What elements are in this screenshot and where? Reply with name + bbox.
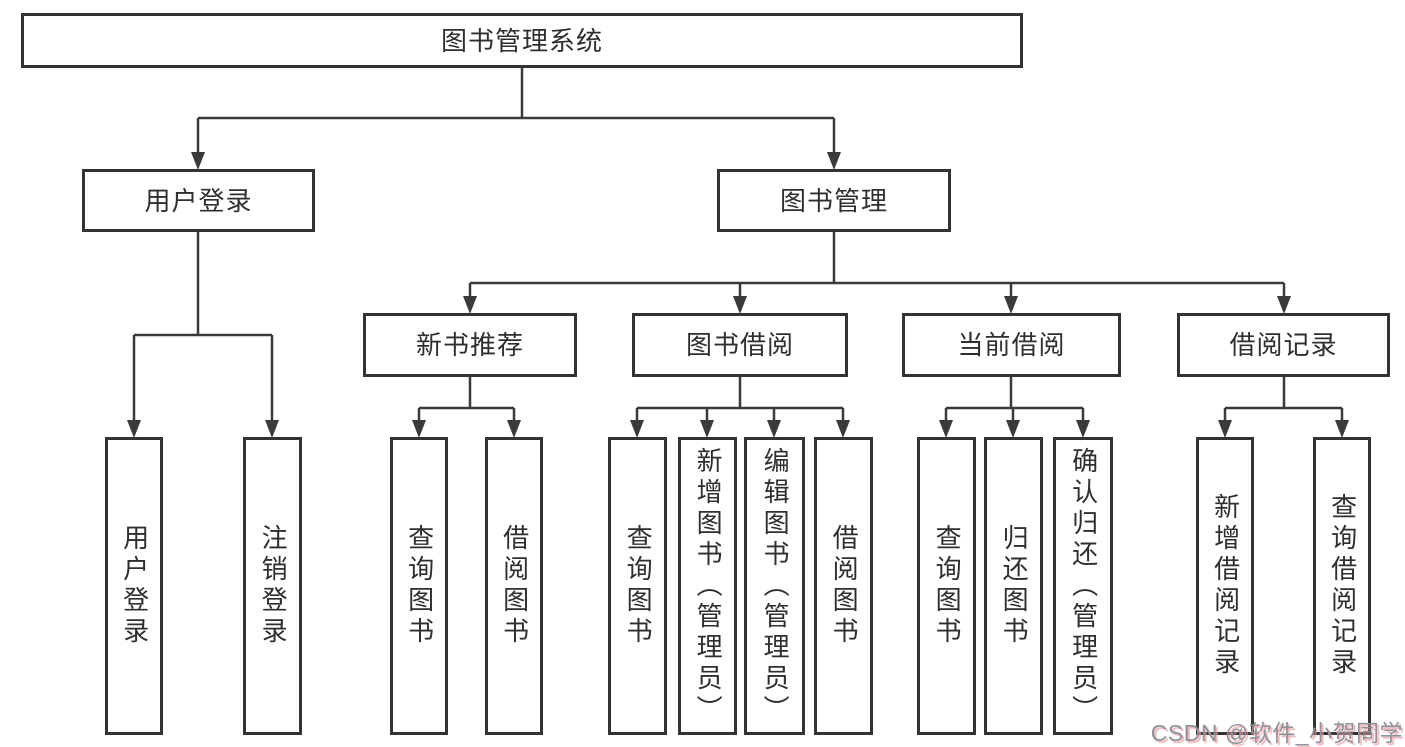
node-label: 查询借阅记录 <box>1327 493 1358 679</box>
node-label: 当前借阅 <box>957 330 1066 360</box>
arrow-down-icon <box>939 420 953 438</box>
arrow-down-icon <box>1335 420 1349 438</box>
arrow-down-icon <box>191 152 205 170</box>
node-book-management: 图书管理 <box>717 169 951 232</box>
node-root: 图书管理系统 <box>21 13 1023 68</box>
node-label: 注销登录 <box>258 524 289 648</box>
node-user-login-leaf: 用户登录 <box>105 437 163 735</box>
node-label: 借阅图书 <box>499 524 530 648</box>
node-label: 用户登录 <box>119 524 150 648</box>
arrow-down-icon <box>630 420 644 438</box>
node-borrow-books-borrow: 借阅图书 <box>814 437 873 735</box>
node-label: 用户登录 <box>144 185 253 216</box>
node-label: 编辑图书（管理员） <box>760 446 791 726</box>
node-user-login: 用户登录 <box>82 169 315 232</box>
node-borrow-books-recommend: 借阅图书 <box>485 437 543 735</box>
node-label: 图书管理系统 <box>440 25 603 56</box>
arrow-down-icon <box>1277 296 1291 314</box>
node-label: 新增图书（管理员） <box>693 446 724 726</box>
node-logout: 注销登录 <box>243 437 302 735</box>
node-label: 查询图书 <box>932 524 963 648</box>
node-query-books-recommend: 查询图书 <box>390 437 448 735</box>
node-label: 新增借阅记录 <box>1210 493 1241 679</box>
node-add-book-admin: 新增图书（管理员） <box>678 437 737 735</box>
arrow-down-icon <box>733 296 747 314</box>
arrow-down-icon <box>412 420 426 438</box>
arrow-down-icon <box>827 152 841 170</box>
arrow-down-icon <box>265 420 279 438</box>
node-query-borrow-record: 查询借阅记录 <box>1313 437 1371 735</box>
arrow-down-icon <box>507 420 521 438</box>
arrow-down-icon <box>1076 420 1090 438</box>
node-edit-book-admin: 编辑图书（管理员） <box>744 437 805 735</box>
node-label: 图书管理 <box>779 185 888 216</box>
arrow-down-icon <box>700 420 714 438</box>
arrow-down-icon <box>463 296 477 314</box>
node-label: 确认归还（管理员） <box>1068 446 1099 726</box>
node-query-books-current: 查询图书 <box>917 437 976 735</box>
node-label: 查询图书 <box>404 524 435 648</box>
node-borrow-records: 借阅记录 <box>1177 313 1390 377</box>
arrow-down-icon <box>127 420 141 438</box>
arrow-down-icon <box>836 420 850 438</box>
arrow-down-icon <box>767 420 781 438</box>
node-current-borrow: 当前借阅 <box>902 313 1121 377</box>
node-label: 借阅图书 <box>829 524 860 648</box>
node-label: 借阅记录 <box>1229 330 1338 360</box>
watermark: CSDN @软件_小贺同学 <box>1150 720 1403 746</box>
node-confirm-return-admin: 确认归还（管理员） <box>1053 437 1113 735</box>
node-new-book-recommend: 新书推荐 <box>363 313 577 377</box>
node-book-borrow: 图书借阅 <box>632 313 848 377</box>
node-label: 归还图书 <box>999 524 1030 648</box>
node-query-books-borrow: 查询图书 <box>608 437 667 735</box>
node-return-book: 归还图书 <box>984 437 1043 735</box>
node-label: 查询图书 <box>623 524 654 648</box>
node-label: 图书借阅 <box>685 330 794 360</box>
node-add-borrow-record: 新增借阅记录 <box>1196 437 1254 735</box>
connector-path <box>132 68 1344 422</box>
arrow-down-icon <box>1218 420 1232 438</box>
arrow-down-icon <box>1004 296 1018 314</box>
arrow-down-icon <box>1006 420 1020 438</box>
node-label: 新书推荐 <box>415 330 524 360</box>
